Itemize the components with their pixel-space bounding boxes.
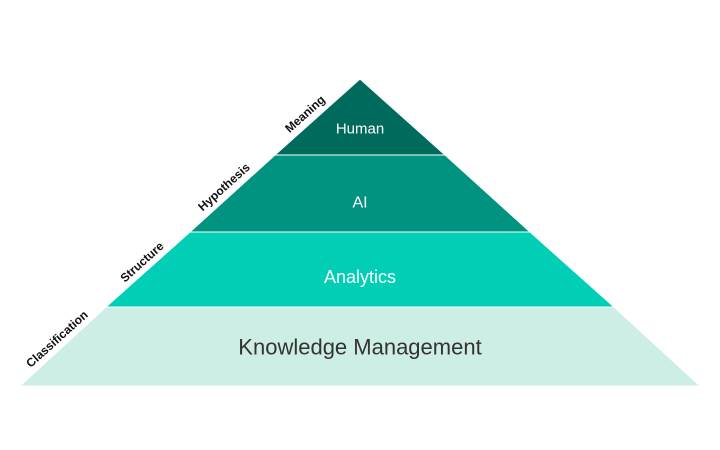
tier-label-ai: AI xyxy=(352,195,367,212)
tier-label-human: Human xyxy=(336,121,384,138)
pyramid-tier-knowledge-management xyxy=(18,306,702,387)
tier-label-knowledge-management: Knowledge Management xyxy=(238,335,481,360)
tier-label-analytics: Analytics xyxy=(324,267,396,287)
